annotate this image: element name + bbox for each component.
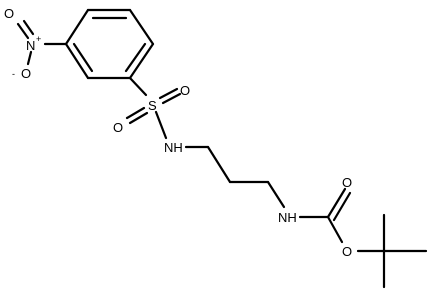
- atom-sulfonyl-o-right: O: [180, 83, 190, 98]
- ring-double-right: [124, 42, 147, 73]
- atom-ester-o: O: [342, 244, 352, 259]
- ring-double-left: [72, 42, 94, 73]
- ring-to-sulfur-bond: [128, 76, 148, 97]
- s-o-left-bond-b: [128, 111, 149, 125]
- atom-nitro-n: N: [26, 38, 35, 53]
- s-to-nh-bond: [154, 110, 168, 140]
- atom-nitro-plus: +: [36, 34, 41, 44]
- carbonyl-to-ester-o-bond: [326, 215, 344, 244]
- propyl-chain: [184, 145, 286, 209]
- atom-nitro-o-top: O: [4, 6, 14, 21]
- nitro-group: [16, 19, 68, 66]
- c1-c2-bond: [206, 145, 232, 184]
- n-o-bond-upper: [16, 22, 30, 40]
- atom-nitro-o-minus: O: [21, 66, 31, 81]
- ring-bond-bottom-left: [64, 42, 90, 80]
- ring-bond-top-left: [64, 8, 90, 46]
- c3-to-nh-bond: [266, 180, 286, 209]
- atom-carbonyl-o: O: [342, 175, 352, 190]
- ring-bond-bottom-right: [128, 42, 155, 80]
- atom-sulfonamide-nh: NH: [164, 140, 183, 155]
- ring-bond-top-right: [128, 8, 155, 46]
- carbonyl-double-a: [326, 187, 347, 219]
- benzene-ring: [64, 8, 155, 80]
- carbamate-group: [298, 187, 386, 253]
- s-o-left-bond-a: [125, 106, 146, 120]
- carbonyl-double-b: [332, 191, 352, 222]
- sulfonyl-group: [125, 76, 182, 140]
- atom-sulfonyl-o-left: O: [113, 120, 123, 135]
- tert-butyl-group: [382, 213, 428, 289]
- atom-sulfur: S: [148, 98, 157, 113]
- atom-carbamate-nh: NH: [278, 210, 297, 225]
- s-o-right-bond-b: [161, 92, 182, 105]
- n-o-bond-lower: [26, 50, 33, 66]
- s-o-right-bond-a: [158, 87, 179, 100]
- n-o-bond-upper-double: [22, 19, 35, 36]
- atom-nitro-minus: -: [12, 69, 15, 79]
